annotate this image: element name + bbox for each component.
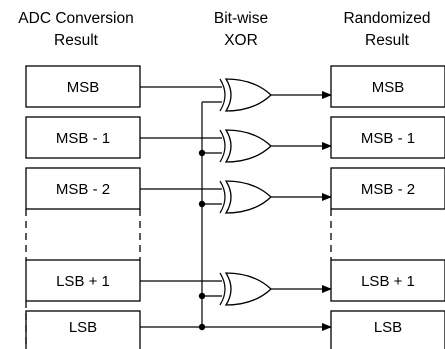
right-cell-msb-2 bbox=[330, 167, 445, 210]
right-cell-lsb-plus-1 bbox=[330, 259, 445, 302]
left-label-msb-1: MSB - 1 bbox=[56, 130, 110, 147]
left-header-line-1: ADC Conversion bbox=[18, 10, 133, 27]
left-label-lsb: LSB bbox=[69, 319, 97, 336]
right-cell-lsb bbox=[330, 310, 445, 349]
right-label-lsb: LSB bbox=[374, 319, 402, 336]
right-label-msb: MSB bbox=[372, 79, 405, 96]
middle-header-line-1: Bit-wise bbox=[214, 10, 268, 27]
middle-header-line-2: XOR bbox=[224, 32, 258, 49]
wiring bbox=[140, 86, 332, 331]
xor-gate-3 bbox=[219, 180, 272, 214]
right-cell-msb bbox=[330, 65, 445, 108]
xor-gate-2 bbox=[219, 129, 272, 163]
left-header-line-2: Result bbox=[54, 32, 99, 49]
right-register bbox=[330, 65, 445, 349]
left-cell-msb-2 bbox=[25, 167, 141, 210]
right-header-line-1: Randomized bbox=[343, 10, 430, 27]
right-label-lsb-plus-1: LSB + 1 bbox=[361, 273, 415, 290]
right-label-msb-1: MSB - 1 bbox=[361, 130, 415, 147]
left-cell-msb-1 bbox=[25, 116, 141, 159]
left-cell-lsb-plus-1 bbox=[25, 259, 141, 302]
left-label-msb-2: MSB - 2 bbox=[56, 181, 110, 198]
left-label-lsb-plus-1: LSB + 1 bbox=[56, 273, 110, 290]
right-label-msb-2: MSB - 2 bbox=[361, 181, 415, 198]
junction-dot-4 bbox=[198, 292, 206, 300]
junction-dot-2 bbox=[198, 149, 206, 157]
left-label-msb: MSB bbox=[67, 79, 100, 96]
left-cell-msb bbox=[25, 65, 141, 108]
left-register bbox=[25, 65, 141, 349]
junction-dot-3 bbox=[198, 200, 206, 208]
junction-dot-lsb bbox=[198, 323, 206, 331]
right-header-line-2: Result bbox=[365, 32, 410, 49]
right-cell-msb-1 bbox=[330, 116, 445, 159]
xor-gate-4 bbox=[219, 272, 272, 306]
xor-gate-1 bbox=[219, 78, 272, 112]
